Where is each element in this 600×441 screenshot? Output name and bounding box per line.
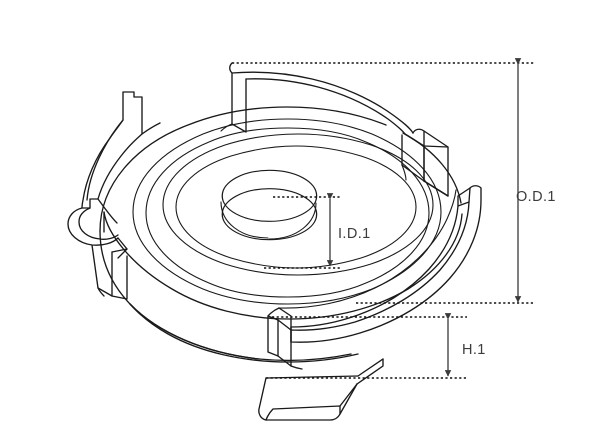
id-label: I.D.1 bbox=[338, 226, 371, 242]
dimension-id: I.D.1 bbox=[264, 193, 371, 269]
dimension-h: H.1 bbox=[266, 313, 486, 379]
part-geometry bbox=[67, 62, 482, 421]
central-bore bbox=[220, 169, 318, 241]
bottom-foot bbox=[258, 358, 384, 421]
disc-body bbox=[99, 106, 463, 363]
tab-left bbox=[67, 91, 161, 300]
od-label: O.D.1 bbox=[516, 189, 556, 205]
h-label: H.1 bbox=[462, 342, 486, 358]
dimension-od: O.D.1 bbox=[232, 58, 556, 304]
hub-ring bbox=[162, 133, 434, 276]
tab-right bbox=[267, 185, 482, 370]
tab-top bbox=[220, 62, 449, 197]
